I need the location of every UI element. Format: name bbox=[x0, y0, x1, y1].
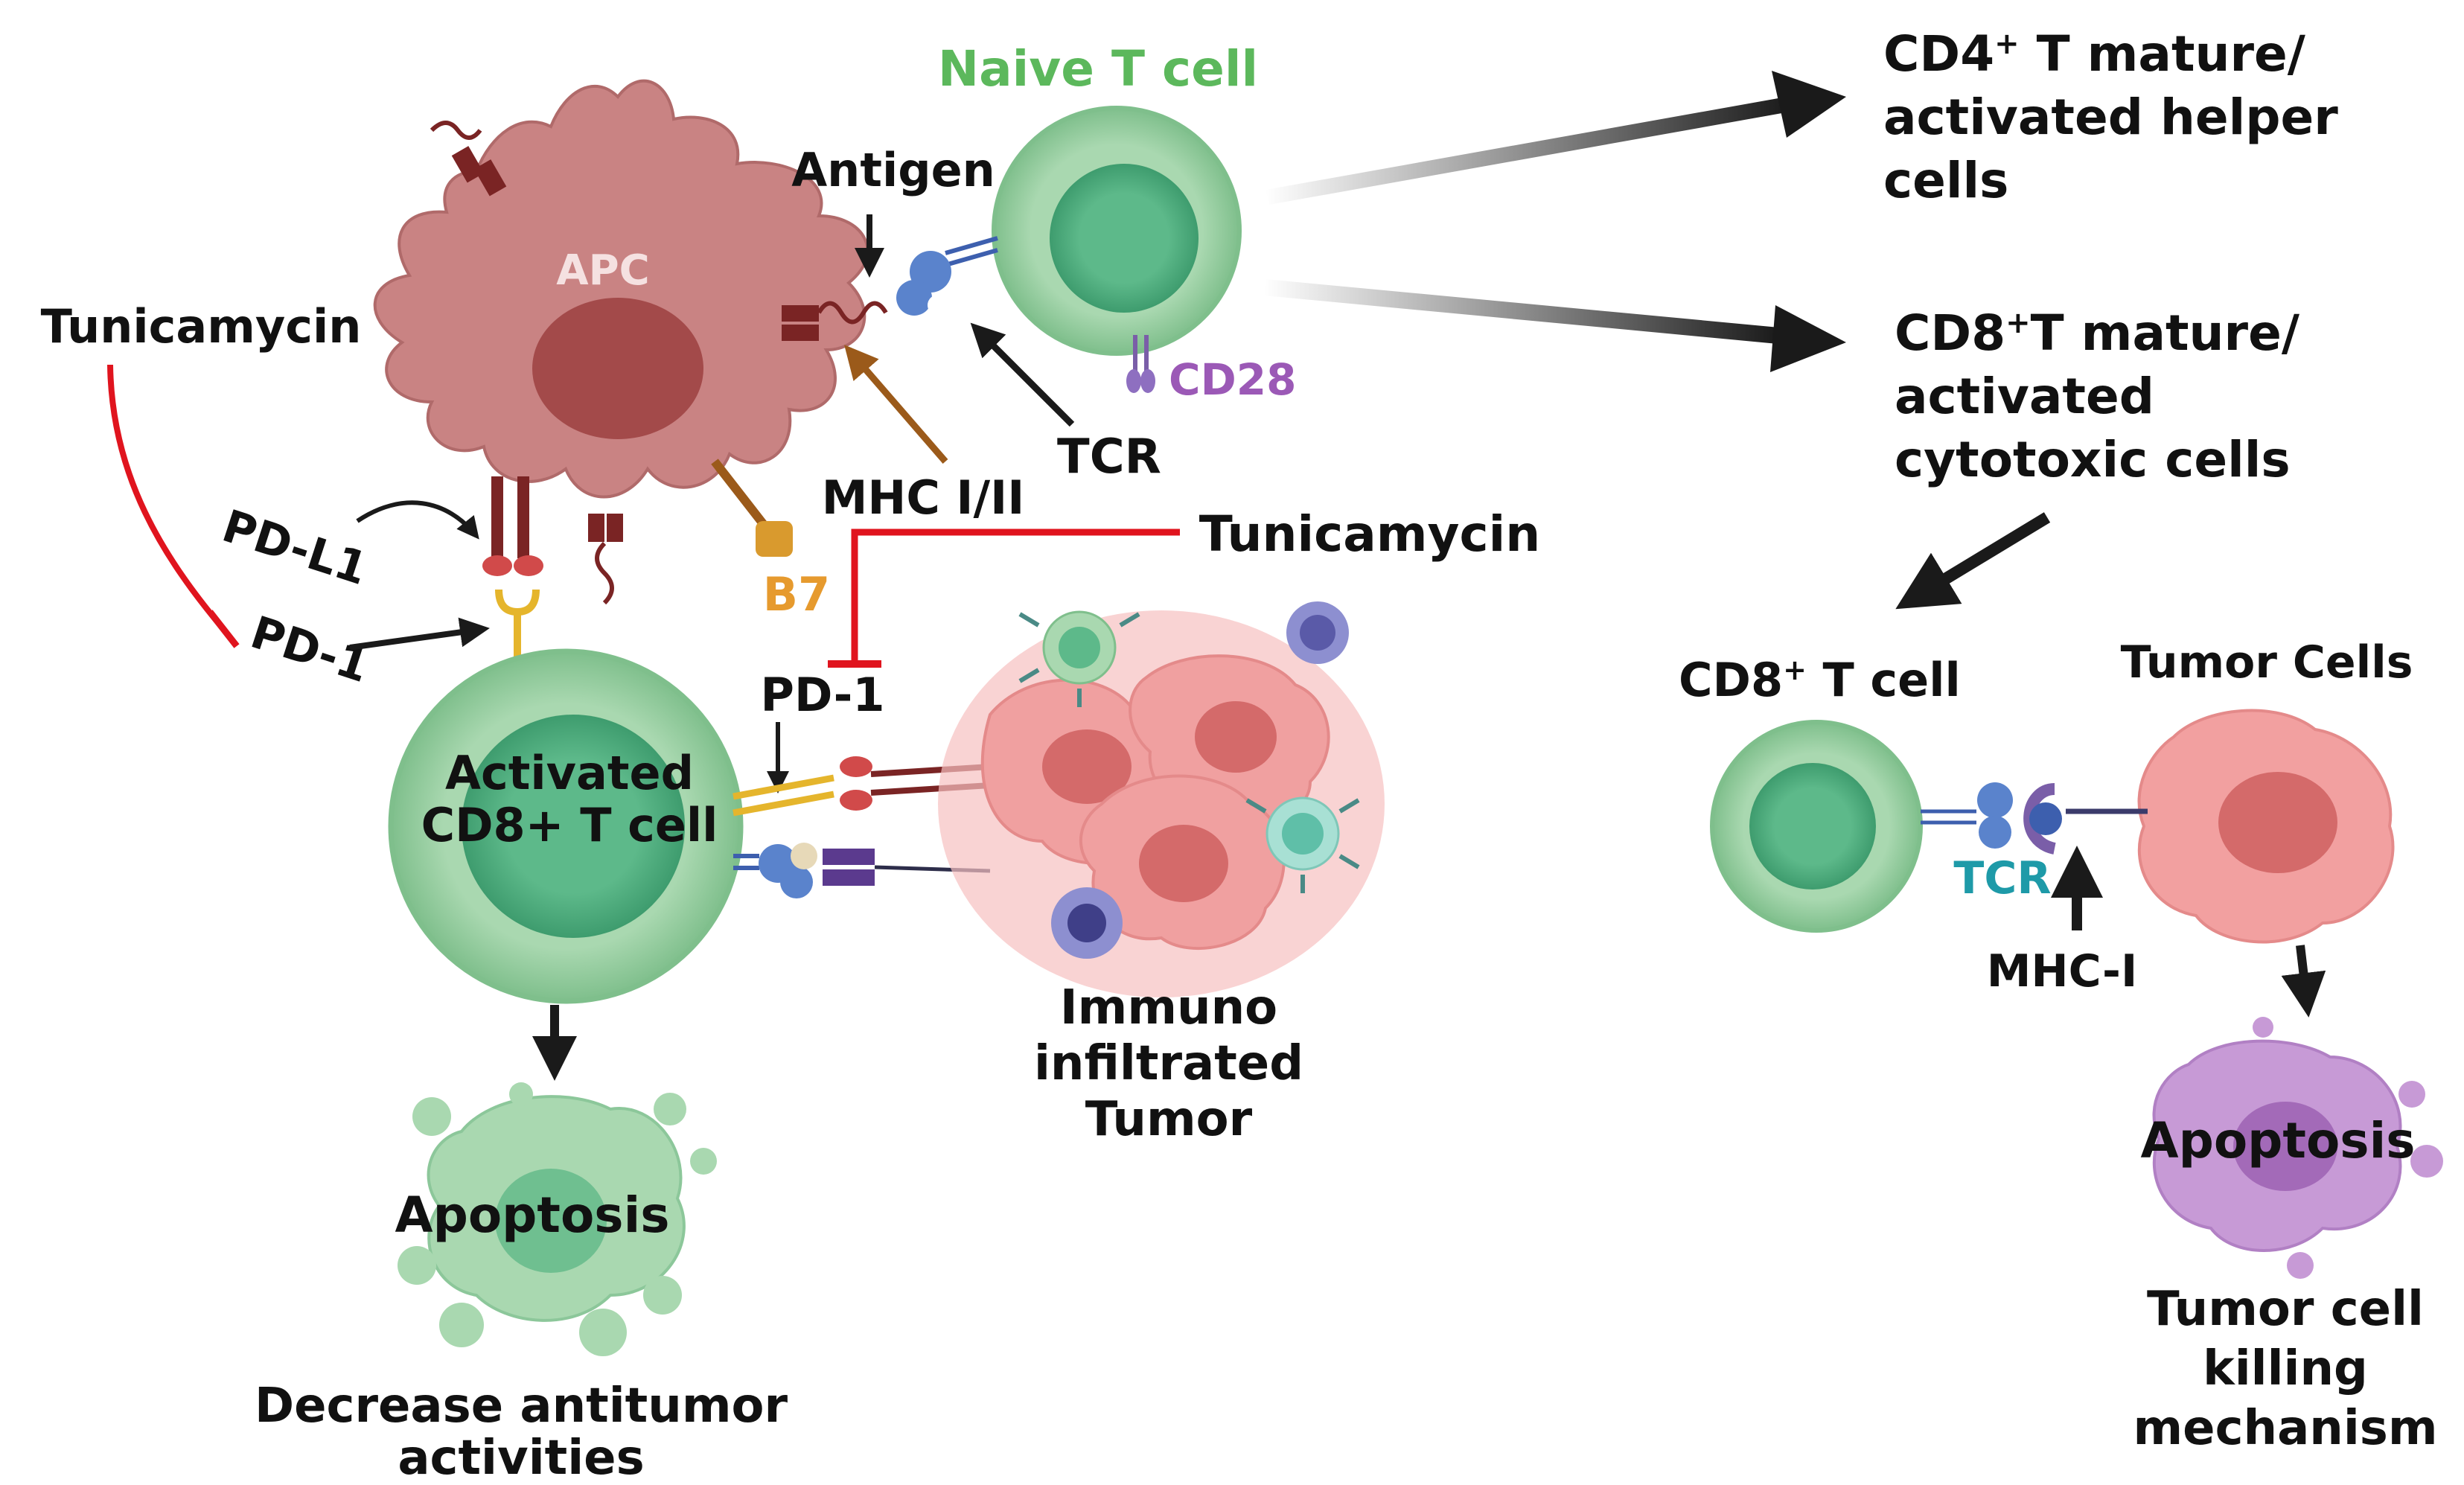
pd-l1-arrow bbox=[356, 500, 479, 540]
tcr-mhc-right-interaction bbox=[1921, 782, 2148, 855]
apoptosis-right-label: Apoptosis bbox=[2141, 1112, 2416, 1169]
activated-cd8-label-line1: Activated bbox=[445, 746, 694, 800]
tunicamycin-mid-label: Tunicamycin bbox=[1199, 505, 1541, 563]
killing-label-line1: Tumor cell bbox=[2147, 1282, 2424, 1337]
mhc-arrow bbox=[844, 345, 948, 464]
apc-nucleus bbox=[532, 298, 703, 439]
arrow-to-cd4 bbox=[1265, 71, 1846, 205]
cd8-label-line2: activated bbox=[1895, 368, 2154, 425]
arrow-to-cd8 bbox=[1264, 279, 1846, 372]
immuno-label-line2: infiltrated bbox=[1034, 1036, 1303, 1091]
tcr-receptor-top bbox=[896, 236, 998, 316]
pd-l1-receptor bbox=[482, 476, 543, 576]
activated-cd8-label-line2: CD8+ T cell bbox=[421, 798, 718, 852]
tcr-label-top: TCR bbox=[1057, 429, 1161, 485]
mhc-receptor-tcr-side bbox=[782, 301, 888, 341]
cd8-t-cell-right bbox=[1710, 720, 1923, 933]
naive-t-cell-label: Naive T cell bbox=[938, 40, 1258, 98]
infiltrated-tumor bbox=[938, 601, 1385, 997]
tunicamycin-mid-inhibit-line bbox=[851, 528, 1180, 664]
tcr-right-label: TCR bbox=[1953, 852, 2051, 904]
killing-label-line2: killing bbox=[2203, 1341, 2368, 1396]
tunicamycin-left-inhibit-bar bbox=[207, 610, 240, 648]
pd-1-left-arrow bbox=[349, 617, 490, 651]
apc-label: APC bbox=[556, 246, 649, 295]
apoptosis-left-label: Apoptosis bbox=[395, 1187, 670, 1244]
mhc-i-ii-label: MHC I/II bbox=[822, 470, 1025, 525]
tcr-arrow-top bbox=[970, 322, 1075, 427]
mhc-receptor-bottom bbox=[588, 514, 623, 605]
cd8-label-line1: CD8+T mature/ bbox=[1895, 304, 2300, 362]
cd4-label-line3: cells bbox=[1883, 152, 2008, 209]
pd-l1-label: PD-L1 bbox=[216, 500, 374, 595]
cd8-t-cell-label: CD8+ T cell bbox=[1679, 653, 1961, 707]
cd4-label-line1: CD4+ T mature/ bbox=[1883, 25, 2306, 83]
cd28-label: CD28 bbox=[1169, 354, 1296, 405]
tumor-cells-label: Tumor Cells bbox=[2121, 636, 2413, 689]
immuno-label-line1: Immuno bbox=[1060, 980, 1277, 1035]
pd-1-mid-label: PD-1 bbox=[761, 668, 885, 722]
arrow-to-cd8-t-cell bbox=[1895, 512, 2051, 610]
tcr-mhc-interaction bbox=[733, 843, 991, 898]
tumor-cell-right bbox=[2137, 709, 2395, 944]
decrease-label-line1: Decrease antitumor bbox=[255, 1379, 788, 1434]
b7-receptor bbox=[711, 459, 793, 557]
antigen-label: Antigen bbox=[791, 143, 995, 197]
b7-label: B7 bbox=[763, 567, 830, 622]
apoptotic-t-cell bbox=[398, 1082, 717, 1356]
cd4-label-line2: activated helper bbox=[1883, 89, 2338, 146]
naive-t-cell bbox=[992, 106, 1242, 356]
tunicamycin-left-label: Tunicamycin bbox=[41, 299, 362, 354]
killing-label-line3: mechanism bbox=[2133, 1401, 2437, 1456]
apoptotic-tumor-cell bbox=[2152, 1017, 2443, 1279]
immuno-label-line3: Tumor bbox=[1085, 1092, 1253, 1147]
cd8-label-line3: cytotoxic cells bbox=[1895, 431, 2291, 488]
mhc-receptor-top bbox=[430, 121, 507, 197]
tunicamycin-left-inhibit-line bbox=[107, 364, 226, 631]
apoptosis-right-arrow bbox=[2281, 945, 2326, 1018]
activated-cd8-t-cell bbox=[388, 648, 744, 1004]
mhc-i-label: MHC-I bbox=[1987, 945, 2138, 997]
cd28-receptor bbox=[1126, 335, 1155, 393]
decrease-label-line2: activities bbox=[398, 1431, 644, 1481]
